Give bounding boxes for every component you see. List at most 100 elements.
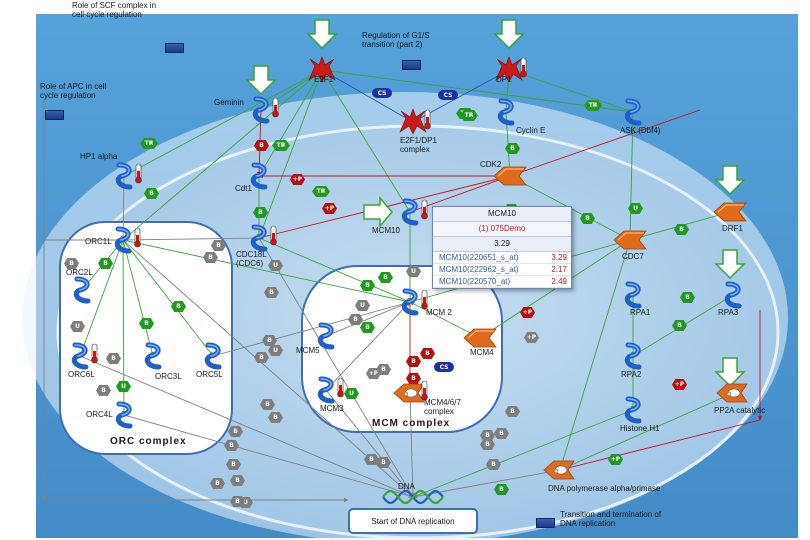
interaction-chip[interactable]: B xyxy=(494,484,509,495)
interaction-chip[interactable]: B xyxy=(264,287,279,298)
interaction-chip[interactable]: B xyxy=(360,280,375,291)
interaction-chip[interactable]: B xyxy=(406,356,421,367)
interaction-chip[interactable]: B xyxy=(672,320,687,331)
interaction-chip[interactable]: B xyxy=(376,364,391,375)
e2f1-transcription-factor-icon[interactable] xyxy=(308,56,336,83)
pathway-link-scf[interactable]: Role of SCF complex in cell cycle regula… xyxy=(72,1,157,19)
pathway-link-apc[interactable]: Role of APC in cell cycle regulation xyxy=(40,82,107,100)
interaction-chip[interactable]: B xyxy=(505,143,520,154)
interaction-chip[interactable]: +P xyxy=(290,174,305,185)
interaction-chip[interactable]: TR xyxy=(140,138,158,149)
interaction-chip[interactable]: B xyxy=(203,252,218,263)
interaction-chip[interactable]: B xyxy=(224,440,239,451)
pathway-link-icon[interactable] xyxy=(45,110,64,120)
cycline-protein-icon[interactable] xyxy=(497,98,515,126)
interaction-chip[interactable]: B xyxy=(580,213,595,224)
pathway-link-term[interactable]: Transition and termination of DNA replic… xyxy=(560,510,662,528)
orc5l-protein-icon[interactable] xyxy=(204,342,222,370)
interaction-chip[interactable]: TR xyxy=(272,140,290,151)
interaction-chip[interactable]: B xyxy=(96,385,111,396)
pathway-link-icon[interactable] xyxy=(165,43,184,53)
orc1l-protein-icon[interactable] xyxy=(114,226,132,254)
interaction-chip[interactable]: B xyxy=(406,373,421,384)
interaction-chip[interactable]: B xyxy=(144,188,159,199)
interaction-chip[interactable]: B xyxy=(486,459,501,470)
dnapol-complex-icon[interactable] xyxy=(543,460,575,480)
interaction-chip[interactable]: B xyxy=(106,353,121,364)
pathway-link-icon[interactable] xyxy=(402,60,421,70)
interaction-chip[interactable]: B xyxy=(254,352,269,363)
pp2a-complex-icon[interactable] xyxy=(716,383,748,403)
interaction-chip[interactable]: +P xyxy=(524,332,539,343)
interaction-chip[interactable]: U xyxy=(116,381,131,392)
interaction-chip[interactable]: TR xyxy=(312,186,330,197)
interaction-chip[interactable]: U xyxy=(268,260,283,271)
interaction-chip[interactable]: B xyxy=(139,318,154,329)
histone-protein-icon[interactable] xyxy=(624,396,642,424)
mcm467-complex-icon[interactable] xyxy=(393,383,425,403)
interaction-chip[interactable]: U xyxy=(70,321,85,332)
interaction-chip[interactable]: B xyxy=(505,406,520,417)
mcm4-kinase-icon[interactable] xyxy=(463,328,497,348)
interaction-chip[interactable]: B xyxy=(260,399,275,410)
ask-protein-icon[interactable] xyxy=(624,98,642,126)
orc2l-protein-icon[interactable] xyxy=(73,276,91,304)
orc6l-protein-icon[interactable] xyxy=(71,342,89,370)
interaction-chip[interactable]: B xyxy=(480,430,495,441)
interaction-chip[interactable]: B xyxy=(420,348,435,359)
interaction-chip[interactable]: B xyxy=(268,412,283,423)
interaction-chip[interactable]: B xyxy=(226,459,241,470)
mcm10-protein-icon[interactable] xyxy=(401,198,419,226)
interaction-chip[interactable]: TR xyxy=(584,100,602,111)
geminin-protein-icon[interactable] xyxy=(252,96,270,124)
interaction-chip[interactable]: U xyxy=(344,388,359,399)
pathway-link-g1s[interactable]: Regulation of G1/S transition (part 2) xyxy=(362,31,430,49)
interaction-chip[interactable]: B xyxy=(378,272,393,283)
hp1-protein-icon[interactable] xyxy=(115,162,133,190)
interaction-chip[interactable]: B xyxy=(348,314,363,325)
pathway-link-icon[interactable] xyxy=(536,518,555,528)
interaction-chip[interactable]: +P xyxy=(672,379,687,390)
cdc6-protein-icon[interactable] xyxy=(250,224,268,252)
interaction-chip[interactable]: U xyxy=(268,345,283,356)
interaction-chip[interactable]: +P xyxy=(608,454,623,465)
interaction-chip[interactable]: U xyxy=(628,203,643,214)
interaction-chip[interactable]: +P xyxy=(366,368,381,379)
interaction-chip[interactable]: +P xyxy=(322,203,337,214)
cleavage-chip[interactable]: CS xyxy=(372,88,392,98)
interaction-chip[interactable]: U xyxy=(406,266,421,277)
interaction-chip[interactable]: B xyxy=(253,207,268,218)
interaction-chip[interactable]: B xyxy=(64,258,79,269)
drf1-kinase-icon[interactable] xyxy=(713,202,747,222)
rpa1-protein-icon[interactable] xyxy=(624,281,642,309)
rpa2-protein-icon[interactable] xyxy=(624,342,642,370)
interaction-chip[interactable]: +P xyxy=(520,307,535,318)
interaction-chip[interactable]: B xyxy=(98,258,113,269)
interaction-chip[interactable]: B xyxy=(254,140,269,151)
start-dna-replication-box[interactable]: Start of DNA replication xyxy=(348,508,478,534)
interaction-chip[interactable]: TR xyxy=(460,110,478,121)
cleavage-chip[interactable]: CS xyxy=(434,362,454,372)
interaction-chip[interactable]: B xyxy=(364,454,379,465)
interaction-chip[interactable]: B xyxy=(262,335,277,346)
interaction-chip[interactable]: U xyxy=(238,497,253,508)
mcm2-protein-icon[interactable] xyxy=(401,288,419,316)
interaction-chip[interactable]: B xyxy=(228,426,243,437)
interaction-chip[interactable]: B xyxy=(230,475,245,486)
cdt1-protein-icon[interactable] xyxy=(250,162,268,190)
interaction-chip[interactable]: B xyxy=(680,292,695,303)
interaction-chip[interactable]: B xyxy=(171,301,186,312)
mcm5-protein-icon[interactable] xyxy=(317,322,335,350)
interaction-chip[interactable]: B xyxy=(674,224,689,235)
interaction-chip[interactable]: B xyxy=(480,439,495,450)
mcm3-protein-icon[interactable] xyxy=(317,376,335,404)
interaction-chip[interactable]: B xyxy=(211,240,226,251)
interaction-chip[interactable]: B xyxy=(494,428,509,439)
cleavage-chip[interactable]: CS xyxy=(438,90,458,100)
interaction-chip[interactable]: B xyxy=(210,478,225,489)
interaction-chip[interactable]: B xyxy=(376,457,391,468)
orc3l-protein-icon[interactable] xyxy=(144,342,162,370)
cdc7-kinase-icon[interactable] xyxy=(613,230,647,250)
orc4l-protein-icon[interactable] xyxy=(115,401,133,429)
interaction-chip[interactable]: B xyxy=(230,496,245,507)
